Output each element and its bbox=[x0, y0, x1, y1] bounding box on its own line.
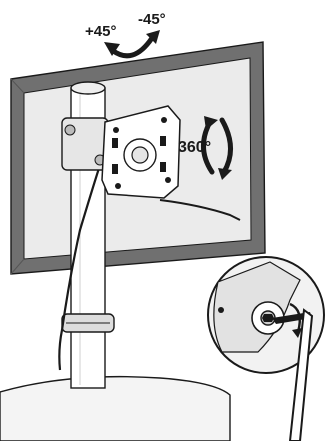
vesa-plate bbox=[102, 106, 180, 198]
rotation-label: 360° bbox=[178, 139, 211, 156]
arm-bracket bbox=[62, 118, 108, 170]
vesa-hole bbox=[113, 127, 119, 133]
tilt-minus-label: -45° bbox=[138, 11, 166, 28]
vesa-hole bbox=[161, 117, 167, 123]
vesa-hole bbox=[165, 177, 171, 183]
tilt-plus-label: +45° bbox=[85, 23, 116, 40]
pole-clamp bbox=[62, 314, 114, 332]
vesa-hole bbox=[115, 183, 121, 189]
base-surface bbox=[0, 377, 230, 441]
